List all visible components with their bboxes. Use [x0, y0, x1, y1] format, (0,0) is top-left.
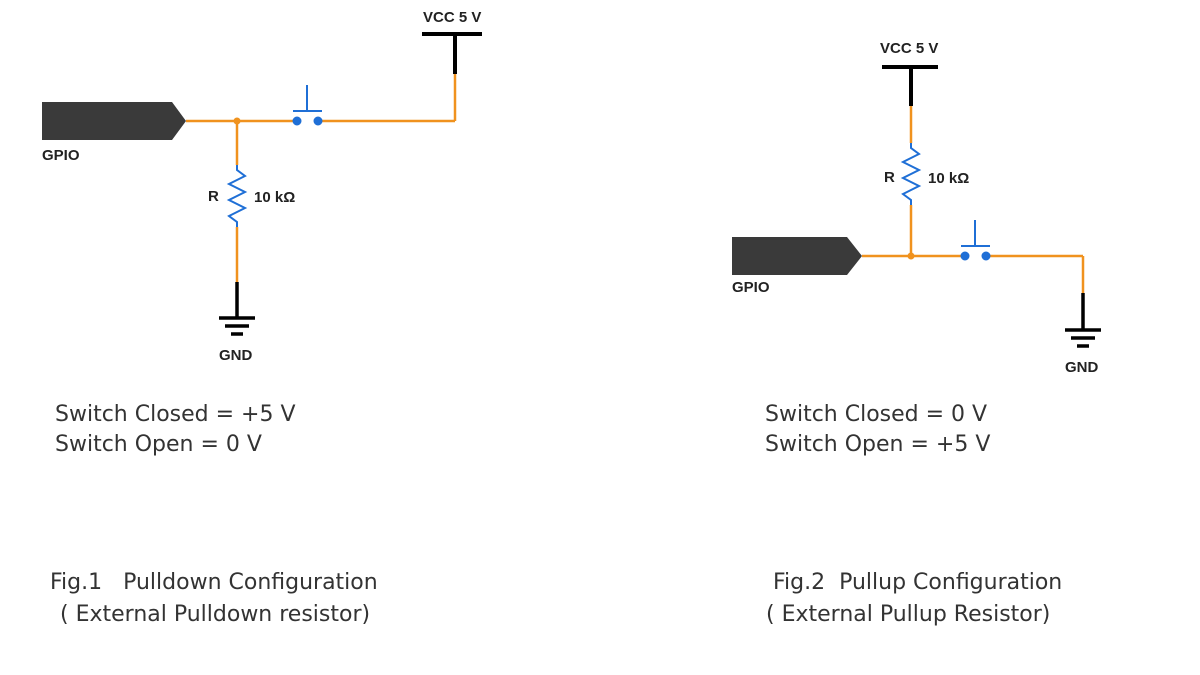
fig1-switch-open-state: Switch Open = 0 V: [55, 432, 262, 457]
fig2-switch-open-state: Switch Open = +5 V: [765, 432, 990, 457]
fig1-gpio-pin: [42, 102, 186, 140]
fig1-resistor-name: R: [208, 188, 219, 205]
fig2-resistor-name: R: [884, 169, 895, 186]
fig1-gnd-symbol: [219, 282, 255, 336]
fig1-gpio-label: GPIO: [42, 147, 80, 164]
fig1-caption-subtitle: ( External Pulldown resistor): [60, 602, 370, 627]
fig2-vcc-label: VCC 5 V: [880, 40, 938, 57]
fig1-junction-dot: [233, 117, 241, 125]
fig2-caption-subtitle: ( External Pullup Resistor): [766, 602, 1050, 627]
fig1-resistor-value: 10 kΩ: [254, 189, 295, 206]
fig2-pullup-circuit: VCC 5 V GPIO R 10 kΩ GND Switch Closed =…: [732, 40, 1101, 627]
fig2-gnd-label: GND: [1065, 359, 1099, 376]
fig2-resistor-value: 10 kΩ: [928, 170, 969, 187]
fig2-gpio-label: GPIO: [732, 279, 770, 296]
fig1-vcc-label: VCC 5 V: [423, 9, 481, 26]
fig2-switch-closed-state: Switch Closed = 0 V: [765, 402, 987, 427]
fig2-push-switch: [960, 220, 991, 261]
fig2-caption-title: Fig.2 Pullup Configuration: [773, 570, 1062, 595]
fig2-gnd-symbol: [1065, 293, 1101, 348]
fig1-gnd-label: GND: [219, 347, 253, 364]
fig1-caption-title: Fig.1 Pulldown Configuration: [50, 570, 378, 595]
fig2-wires: [862, 104, 1085, 293]
fig1-wires: [186, 72, 457, 282]
fig2-resistor-symbol: [900, 143, 922, 205]
fig2-junction-dot: [907, 252, 915, 260]
fig1-switch-closed-state: Switch Closed = +5 V: [55, 402, 296, 427]
fig1-push-switch: [292, 85, 323, 126]
fig2-gpio-pin: [732, 237, 862, 275]
fig1-vcc-terminal: [422, 32, 482, 74]
fig1-pulldown-circuit: VCC 5 V GPIO R 10 kΩ GND Switch Closed =…: [42, 9, 482, 627]
fig1-resistor-symbol: [226, 165, 248, 227]
fig2-vcc-terminal: [882, 65, 938, 106]
